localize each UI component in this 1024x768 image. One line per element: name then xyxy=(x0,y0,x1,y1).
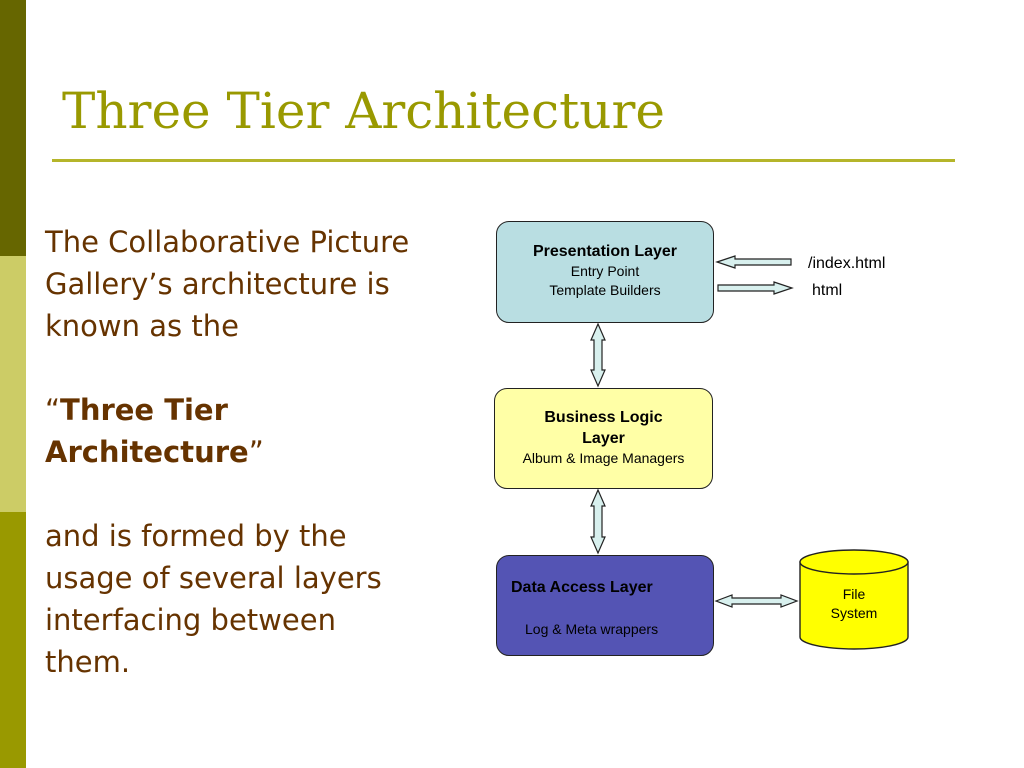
data-access-layer-box: Data Access Layer Log & Meta wrappers xyxy=(496,555,714,656)
presentation-business-arrow xyxy=(590,322,606,388)
presentation-layer-line-2: Template Builders xyxy=(549,282,661,298)
intro-line-1: The Collaborative Picture xyxy=(45,225,410,259)
quote-close: ” xyxy=(248,435,264,469)
intro-line-3: known as the xyxy=(45,309,239,343)
request-arrow xyxy=(715,255,792,269)
response-label: html xyxy=(812,282,843,299)
presentation-layer-title: Presentation Layer xyxy=(532,243,678,260)
side-bar-middle xyxy=(0,256,26,512)
quote-open: “ xyxy=(45,393,61,427)
title-underline xyxy=(52,159,955,162)
business-data-arrow xyxy=(590,488,606,555)
file-system-label: File System xyxy=(800,585,908,623)
outro-line-1: and is formed by the xyxy=(45,519,347,553)
file-system-line-2: System xyxy=(830,605,878,621)
data-access-layer-line-1: Log & Meta wrappers xyxy=(525,621,659,637)
emphasis-line-1: “Three Tier xyxy=(45,389,485,431)
file-system-line-1: File xyxy=(842,586,866,602)
slide-title: Three Tier Architecture xyxy=(62,82,665,140)
database-cylinder-icon xyxy=(799,549,909,650)
business-layer-title-2: Layer xyxy=(582,430,625,447)
outro-line-2: usage of several layers xyxy=(45,561,382,595)
presentation-layer-line-1: Entry Point xyxy=(570,263,640,279)
data-access-layer-title: Data Access Layer xyxy=(511,579,653,596)
presentation-layer-box: Presentation Layer Entry Point Template … xyxy=(496,221,714,323)
data-storage-arrow xyxy=(714,594,799,608)
business-layer-line-1: Album & Image Managers xyxy=(522,450,685,466)
business-layer-title-1: Business Logic xyxy=(544,409,663,426)
outro-line-4: them. xyxy=(45,645,131,679)
emphasis-text-1: Three Tier xyxy=(60,393,228,427)
business-logic-layer-box: Business Logic Layer Album & Image Manag… xyxy=(494,388,713,489)
slide-body: The Collaborative Picture Gallery’s arch… xyxy=(45,221,485,683)
emphasis-line-2: Architecture” xyxy=(45,431,485,473)
intro-line-2: Gallery’s architecture is xyxy=(45,267,390,301)
emphasis-text-2: Architecture xyxy=(45,435,249,469)
side-bar-top xyxy=(0,0,26,256)
response-arrow xyxy=(717,281,794,295)
request-label: /index.html xyxy=(808,255,886,272)
outro-line-3: interfacing between xyxy=(45,603,336,637)
side-bar-bottom xyxy=(0,512,26,768)
